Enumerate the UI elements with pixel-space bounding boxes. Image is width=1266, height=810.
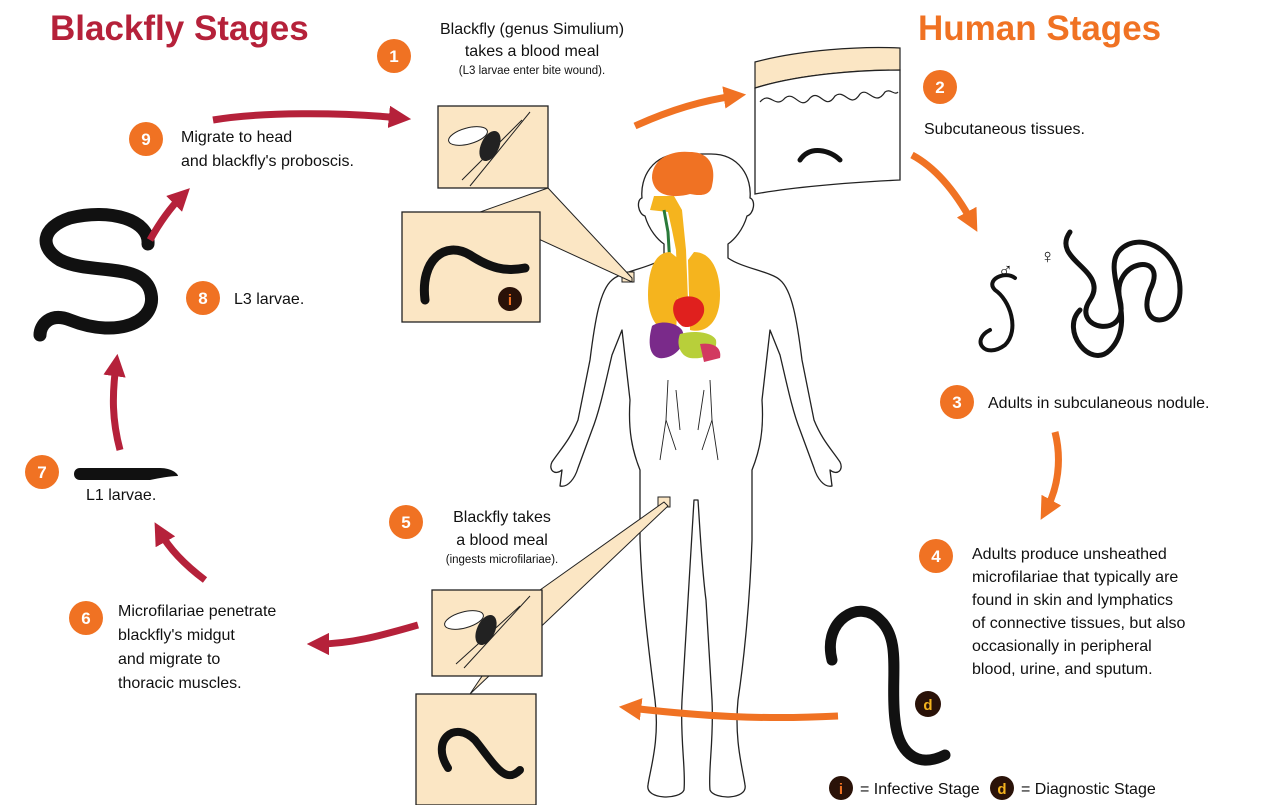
l1-larva: [74, 468, 178, 480]
step-7-number: 7: [37, 463, 46, 482]
step-4-line-2: microfilariae that typically are: [972, 569, 1178, 586]
legend-infective-letter: i: [839, 781, 843, 798]
step-4-line-3: found in skin and lymphatics: [972, 592, 1173, 609]
female-symbol: ♀: [1040, 246, 1055, 268]
cycle-arrows: [113, 96, 1058, 718]
human-stages-heading: Human Stages: [918, 9, 1161, 48]
step-6-number: 6: [81, 609, 90, 628]
legend: i = Infective Stage d = Diagnostic Stage: [829, 776, 1156, 800]
arrow-6-to-7: [160, 532, 205, 580]
step-5-number: 5: [401, 513, 410, 532]
arrow-2-to-3: [912, 155, 972, 222]
step-1-note: (L3 larvae enter bite wound).: [459, 65, 605, 77]
step-8-number: 8: [198, 289, 207, 308]
step-4-line-5: occasionally in peripheral: [972, 638, 1152, 655]
step-5-line-2: a blood meal: [456, 532, 548, 549]
male-worm: [981, 275, 1015, 350]
step-1-number: 1: [389, 47, 398, 66]
step-4-line-4: of connective tissues, but also: [972, 615, 1186, 632]
inset-blackfly-upper: i: [402, 106, 632, 322]
step-9-number: 9: [141, 130, 150, 149]
step-3-label: Adults in subculaneous nodule.: [988, 395, 1210, 412]
step-6-line-4: thoracic muscles.: [118, 675, 242, 692]
legend-diagnostic-letter: d: [997, 781, 1006, 798]
l3-larva-large: [40, 214, 152, 335]
arrow-7-to-8: [113, 365, 120, 450]
step-7-label: L1 larvae.: [86, 487, 156, 504]
legend-infective-text: = Infective Stage: [860, 781, 980, 798]
step-1-line-2: takes a blood meal: [465, 43, 599, 60]
step-9-line-1: Migrate to head: [181, 129, 292, 146]
arrow-8-to-9: [150, 196, 182, 240]
step-4-number: 4: [931, 547, 941, 566]
microfilaria-large: d: [830, 611, 945, 760]
female-worm: [1066, 232, 1180, 355]
arrow-3-to-4: [1046, 432, 1058, 510]
step-4-line-1: Adults produce unsheathed: [972, 546, 1167, 563]
step-5-note: (ingests microfilariae).: [446, 554, 558, 566]
legend-diagnostic-text: = Diagnostic Stage: [1021, 781, 1156, 798]
step-9-line-2: and blackfly's proboscis.: [181, 153, 354, 170]
arrow-5-to-6: [318, 625, 418, 644]
step-6-line-1: Microfilariae penetrate: [118, 603, 276, 620]
blackfly-stages-heading: Blackfly Stages: [50, 9, 309, 48]
step-6-line-3: and migrate to: [118, 651, 220, 668]
arrow-9-to-1: [213, 114, 400, 120]
step-5-line-1: Blackfly takes: [453, 509, 551, 526]
skin-tissue-block: [755, 48, 900, 194]
step-6-line-2: blackfly's midgut: [118, 627, 235, 644]
step-2-label: Subcutaneous tissues.: [924, 121, 1085, 138]
step-4-line-6: blood, urine, and sputum.: [972, 661, 1153, 678]
adult-worms: ♂ ♀: [981, 232, 1180, 355]
step-8-label: L3 larvae.: [234, 291, 304, 308]
arrow-1-to-2: [635, 96, 735, 126]
step-1-line-1: Blackfly (genus Simulium): [440, 21, 624, 38]
step-2-number: 2: [935, 78, 944, 97]
infective-badge-letter: i: [508, 292, 512, 309]
arrow-4-to-5: [630, 708, 838, 718]
diagnostic-badge-letter: d: [923, 697, 932, 714]
male-symbol: ♂: [998, 260, 1013, 282]
step-3-number: 3: [952, 393, 961, 412]
